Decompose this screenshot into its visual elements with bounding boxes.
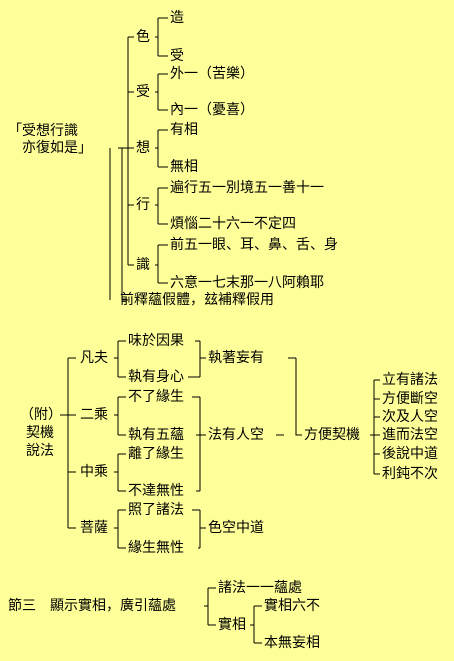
fanfu-item-2: 執有身心 (128, 369, 184, 385)
samjna-item-2: 無相 (170, 159, 198, 175)
section3-branch-1: 諸法一一蘊處 (218, 580, 302, 596)
section2-root-1: （附） (20, 407, 62, 423)
root-line-2: 亦復如是」 (22, 140, 92, 156)
vedana-item-1: 外一（苦樂） (170, 66, 254, 82)
skillful-item-2: 方便斷空 (382, 391, 438, 407)
skillful-item-6: 利鈍不次 (382, 466, 438, 482)
vijnana-item-1: 前五一眼、耳、鼻、舌、身 (170, 237, 338, 253)
result-dharma: 法有人空 (208, 427, 264, 443)
vehicle-zhongcheng: 中乘 (80, 464, 108, 480)
section1-footer: 前釋蘊假體，玆補釋假用 (120, 292, 274, 308)
section2-root-3: 說法 (26, 443, 54, 459)
section2-root-2: 契機 (26, 425, 54, 441)
pusa-item-2: 緣生無性 (128, 540, 184, 556)
vehicle-fanfu: 凡夫 (80, 350, 108, 366)
samjna-item-1: 有相 (170, 122, 198, 138)
result-attach: 執著妄有 (208, 350, 264, 366)
erchen-item-2: 執有五蘊 (128, 427, 184, 443)
erchen-item-1: 不了緣生 (128, 389, 184, 405)
zhongcheng-item-2: 不達無性 (128, 483, 184, 499)
skandha-rupa: 色 (136, 29, 150, 45)
vijnana-item-2: 六意一七末那一八阿賴耶 (170, 275, 324, 291)
skillful-item-3: 次及人空 (382, 409, 438, 425)
root-line-1: 「受想行識 (8, 123, 78, 139)
result-skillful: 方便契機 (304, 427, 360, 443)
samskara-item-2: 煩惱二十六一不定四 (170, 216, 296, 232)
vehicle-pusa: 菩薩 (80, 520, 108, 536)
rupa-item-2: 受 (170, 48, 184, 64)
skandha-vedana: 受 (136, 84, 150, 100)
section3-title: 節三 顯示實相，廣引蘊處 (8, 598, 176, 614)
result-middle: 色空中道 (208, 520, 264, 536)
skillful-item-5: 後說中道 (382, 446, 438, 462)
skandha-samskara: 行 (136, 197, 150, 213)
samskara-item-1: 遍行五一別境五一善十一 (170, 180, 324, 196)
skandha-vijnana: 識 (136, 257, 150, 273)
skandha-samjna: 想 (136, 140, 150, 156)
section3-branch-2: 實相 (218, 617, 246, 633)
skillful-item-1: 立有諸法 (382, 372, 438, 388)
section3-sub-1: 實相六不 (264, 598, 320, 614)
fanfu-item-1: 味於因果 (128, 333, 184, 349)
pusa-item-1: 照了諸法 (128, 502, 184, 518)
section3-sub-2: 本無妄相 (264, 635, 320, 651)
vehicle-erchen: 二乘 (80, 407, 108, 423)
zhongcheng-item-1: 離了緣生 (128, 446, 184, 462)
rupa-item-1: 造 (170, 10, 184, 26)
vedana-item-2: 內一（憂喜） (170, 102, 254, 118)
skillful-item-4: 進而法空 (382, 427, 438, 443)
